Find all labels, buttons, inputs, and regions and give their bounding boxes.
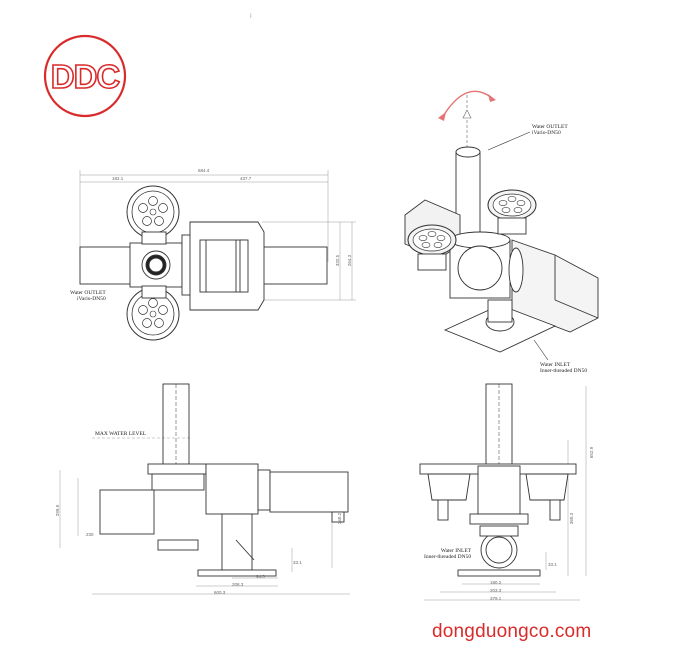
dim-side-right: 240.2 — [337, 512, 343, 525]
label-line: iVario-DN50 — [77, 296, 106, 302]
dim-side-overall: 600.3 — [214, 590, 226, 595]
iso-inlet-label: Water INLET Inner-threaded DN50 — [540, 362, 587, 374]
front-view — [419, 383, 587, 601]
dim-side-height-b: 230 — [86, 532, 94, 537]
label-line: Water INLET — [540, 362, 571, 368]
max-water-level-label: MAX WATER LEVEL — [95, 431, 147, 437]
iso-outlet-label: Water OUTLET iVario-DN50 — [532, 124, 568, 136]
dim-front-base-a: 180.2 — [490, 580, 502, 585]
label-line: Inner-threaded DN50 — [424, 554, 472, 560]
label-line: Inner-threaded DN50 — [540, 368, 588, 374]
dim-front-low: 33.1 — [548, 562, 557, 567]
top-view — [79, 170, 356, 341]
dim-front-total: 652.9 — [589, 446, 595, 459]
dim-top-right: 437.7 — [240, 176, 252, 181]
label-line: Water OUTLET — [532, 124, 568, 130]
dim-side-low: 33.1 — [293, 560, 302, 565]
top-tick-mark: I — [250, 14, 252, 20]
dim-front-base-c: 379.1 — [490, 596, 502, 601]
label-line: Water INLET — [440, 548, 472, 554]
label-line: Water OUTLET — [70, 290, 106, 296]
dim-top-height-b: 264.3 — [347, 254, 353, 267]
top-view-outlet-label: Water OUTLET iVario-DN50 — [70, 290, 106, 302]
dim-side-base: 208.3 — [232, 582, 244, 587]
dim-side-height: 299.9 — [55, 504, 61, 517]
dim-side-small: 94.5 — [256, 574, 265, 579]
svg-text:DDC: DDC — [51, 58, 120, 95]
ddc-logo: DDC — [43, 34, 127, 118]
dim-top-height-a: 332.5 — [335, 254, 341, 267]
dim-front-mid: 360.3 — [569, 512, 575, 525]
dim-top-left: 182.1 — [112, 176, 124, 181]
website-url[interactable]: dongduongco.com — [432, 621, 592, 642]
side-view — [59, 383, 350, 595]
front-inlet-label: Water INLET Inner-threaded DN50 — [424, 548, 471, 560]
dim-top-overall: 684.4 — [198, 168, 210, 173]
label-line: iVario-DN50 — [532, 130, 561, 136]
dim-front-base-b: 203.3 — [490, 588, 502, 593]
isometric-view — [404, 90, 599, 361]
